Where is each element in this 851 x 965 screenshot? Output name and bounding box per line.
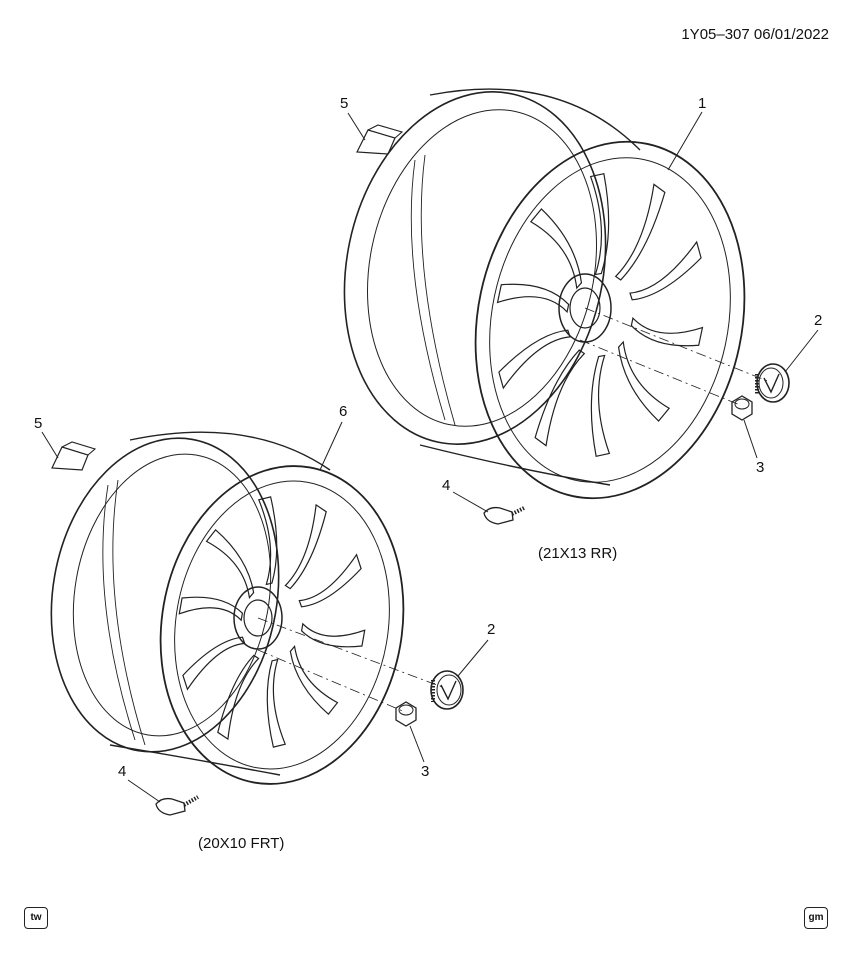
caption-rear-wheel: (21X13 RR) [538,545,618,562]
rear-wheel-assembly [343,88,771,500]
wheel-spoke [298,553,362,608]
callout-front-sensor: 4 [118,763,127,780]
front-wheel-assembly [50,431,446,785]
wheel-spoke [630,316,704,347]
wheel-spoke [182,636,246,691]
callout-rear-sensor: 4 [442,477,451,494]
front-center-cap [430,670,464,710]
wheel-spoke [217,654,260,741]
wheel-spoke [614,183,666,281]
front-lug-nut [395,701,417,727]
rear-balance-weight [356,124,404,155]
rear-center-cap [755,363,790,403]
callout-rear-cap: 2 [814,312,823,329]
wheel-spoke [178,596,244,622]
caption-front-wheel: (20X10 FRT) [198,835,285,852]
wheel-spoke [284,503,327,590]
rear-lug-nut [731,395,753,421]
wheel-spoke [629,240,702,301]
front-balance-weight [51,441,97,471]
document-id-date: 1Y05–307 06/01/2022 [681,26,829,43]
callout-rear-weight: 5 [340,95,349,112]
gm-logo-badge: gm [804,907,828,929]
wheel-spoke [534,349,586,447]
callout-rear-wheel: 1 [698,95,707,112]
front-tpms-sensor [155,795,199,816]
rear-wheel-spokes [496,172,704,458]
tw-logo-badge: tw [24,907,48,929]
wheel-spoke [496,283,570,314]
callout-front-wheel: 6 [339,403,348,420]
wheel-spoke [590,354,611,458]
callout-front-cap: 2 [487,621,496,638]
wheel-spoke [617,340,671,422]
rear-tpms-sensor [483,506,525,525]
wheel-spoke [498,329,571,390]
wheel-spoke [257,496,278,586]
wheel-spoke [266,658,287,748]
callout-front-weight: 5 [34,415,43,432]
wheel-spoke [289,644,339,716]
leader-lines [41,111,819,803]
wheel-spoke [300,622,366,648]
wheel-spoke [529,208,583,290]
callout-front-nut: 3 [421,763,430,780]
callout-rear-nut: 3 [756,459,765,476]
wheel-spoke [205,528,255,600]
wheel-spoke [589,172,610,276]
